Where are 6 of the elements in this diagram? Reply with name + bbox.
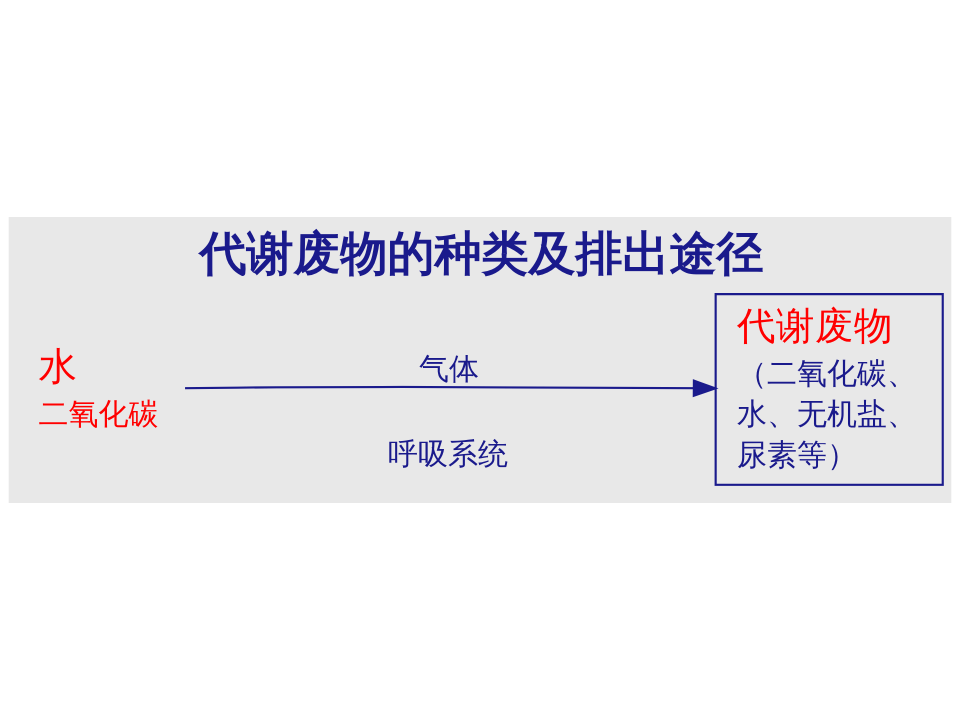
node-text: 水 二氧化碳 bbox=[38, 344, 159, 432]
arrow bbox=[185, 379, 718, 398]
diagram-title: 代谢废物的种类及排出途径 bbox=[199, 226, 764, 282]
node-box: 代谢废物 （二氧化碳、水、无机盐、尿素等） bbox=[714, 293, 944, 486]
edge-label: 气体 bbox=[418, 352, 479, 388]
label: 呼吸系统 bbox=[388, 436, 508, 472]
